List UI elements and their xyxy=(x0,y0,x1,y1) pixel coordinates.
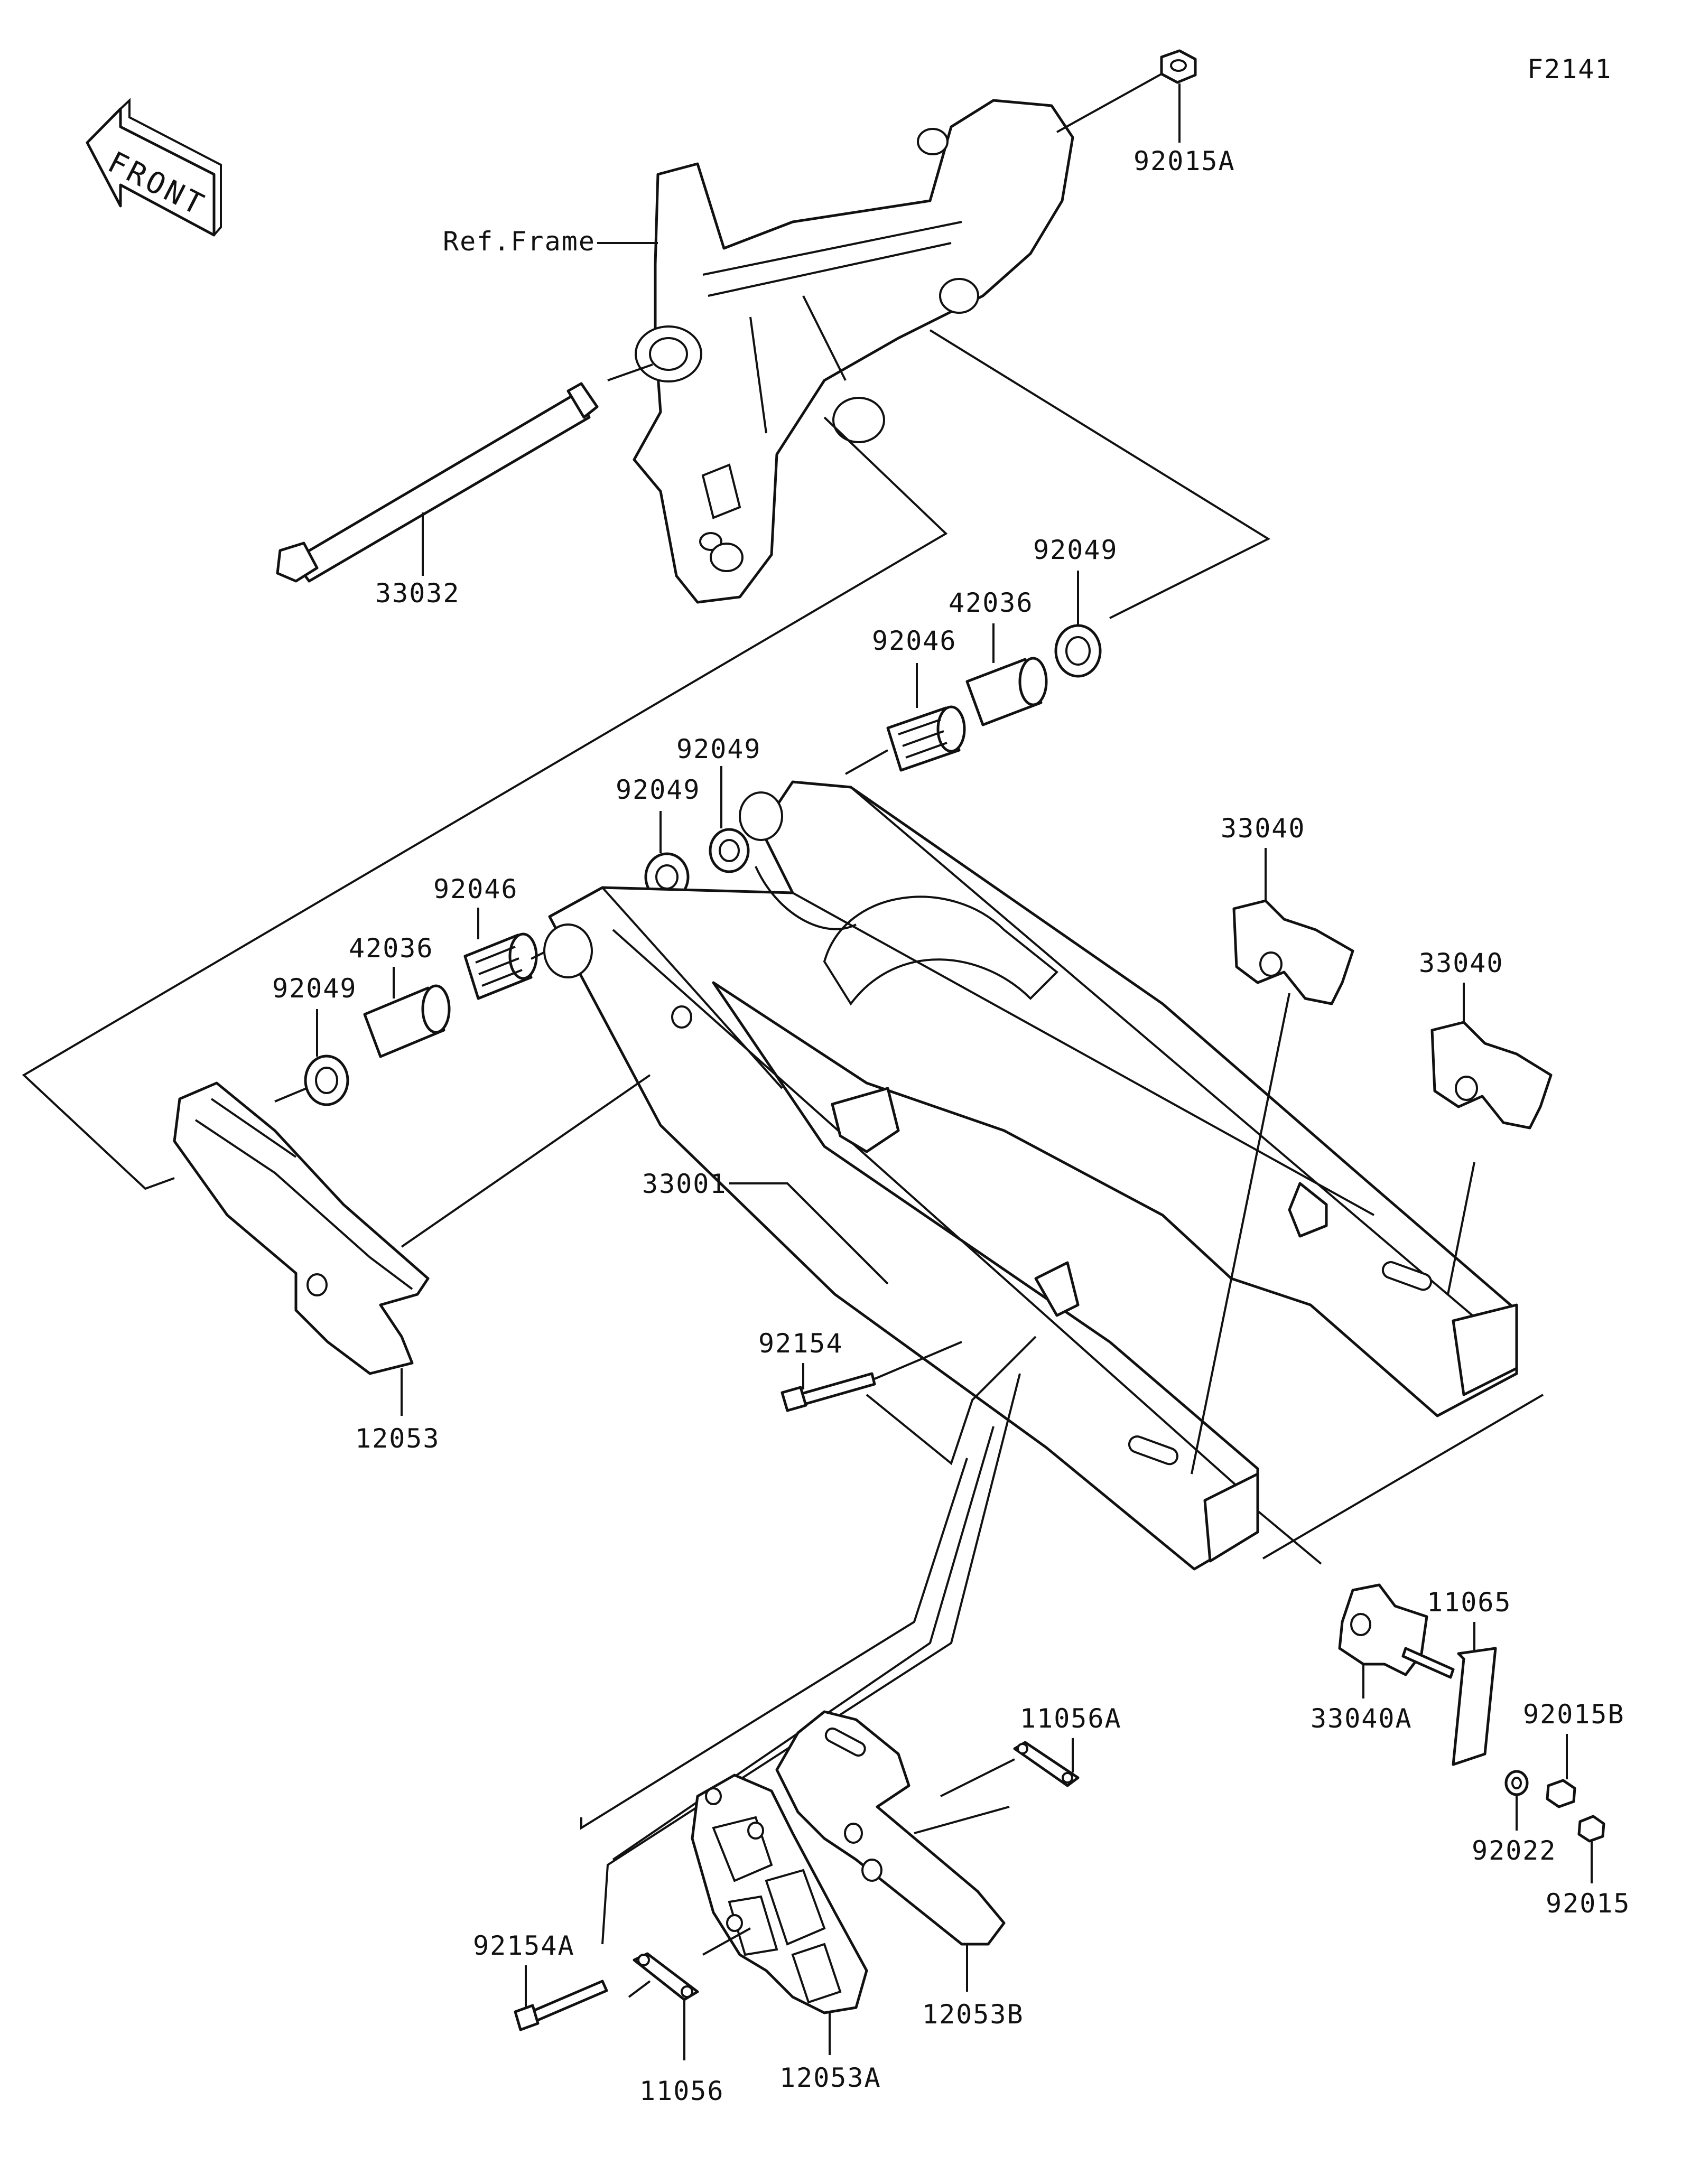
part-11065-adjuster-bolt xyxy=(1401,1647,1497,1766)
label-33040-b: 33040 xyxy=(1419,948,1504,978)
label-33001: 33001 xyxy=(642,1169,727,1199)
part-42036-collar-upper xyxy=(965,657,1048,726)
part-33032-pivot-shaft xyxy=(276,382,599,583)
part-33040-chain-adjuster-a xyxy=(1232,899,1354,1005)
frame-reference-drawing xyxy=(633,99,1074,604)
label-92046-upper: 92046 xyxy=(872,626,957,656)
label-92046-lower: 92046 xyxy=(433,874,518,904)
part-92022-washer xyxy=(1504,1770,1529,1796)
label-12053B: 12053B xyxy=(922,1999,1024,2030)
part-92154A-bolt xyxy=(514,1980,608,2031)
part-92049-seal-upper-right xyxy=(1054,624,1102,678)
label-11056A: 11056A xyxy=(1020,1703,1122,1734)
label-42036-lower: 42036 xyxy=(349,933,434,964)
part-11056-plate xyxy=(633,1952,699,2001)
label-92015: 92015 xyxy=(1546,1888,1631,1919)
part-12053A-chain-guide xyxy=(691,1774,868,2014)
label-12053A: 12053A xyxy=(779,2062,881,2093)
label-11056: 11056 xyxy=(639,2076,724,2106)
label-11065: 11065 xyxy=(1427,1587,1512,1618)
part-92154-bolt xyxy=(781,1372,876,1412)
label-33040-a: 33040 xyxy=(1221,813,1306,844)
part-92015A-nut xyxy=(1160,49,1197,84)
part-12053-chain-slider xyxy=(173,1081,430,1375)
label-92049-lower-left: 92049 xyxy=(272,973,357,1004)
part-92049-seal-mid-right xyxy=(709,828,750,873)
label-ref-frame: Ref.Frame xyxy=(443,226,596,257)
part-92046-bearing-lower xyxy=(463,932,538,1000)
label-92049-mid-left: 92049 xyxy=(616,774,701,805)
part-92015B-nut xyxy=(1546,1779,1576,1808)
label-42036-upper: 42036 xyxy=(949,587,1034,618)
label-12053: 12053 xyxy=(355,1423,440,1454)
label-92154: 92154 xyxy=(758,1328,843,1359)
label-92015A: 92015A xyxy=(1133,146,1235,176)
part-42036-collar-lower xyxy=(363,984,451,1058)
part-92046-bearing-upper xyxy=(886,705,966,772)
label-33040A: 33040A xyxy=(1311,1703,1413,1734)
part-33001-swingarm xyxy=(543,780,1518,1571)
label-92015B: 92015B xyxy=(1523,1699,1625,1730)
part-92049-seal-lower-left xyxy=(304,1054,349,1106)
figure-code: F2141 xyxy=(1527,54,1612,85)
part-33040-chain-adjuster-b xyxy=(1430,1021,1553,1130)
label-92049-mid-right: 92049 xyxy=(676,734,761,764)
label-92049-upper: 92049 xyxy=(1033,535,1118,565)
label-33032: 33032 xyxy=(375,578,460,609)
part-92015-nut xyxy=(1577,1815,1605,1843)
part-12053B-chain-guide xyxy=(775,1710,1006,1946)
part-11056A-plate xyxy=(1013,1741,1080,1787)
label-92022: 92022 xyxy=(1472,1835,1557,1866)
label-92154A: 92154A xyxy=(473,1930,575,1961)
front-direction-arrow-icon: FRONT xyxy=(86,98,222,237)
